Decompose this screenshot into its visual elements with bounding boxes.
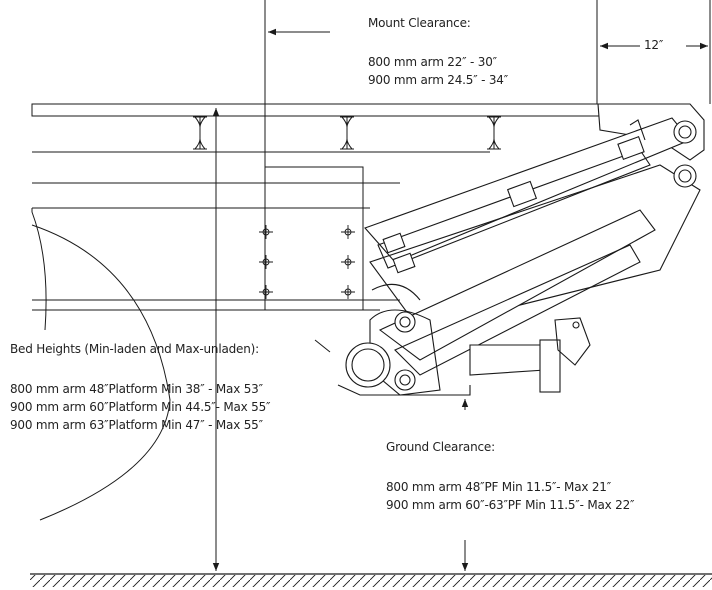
wheel-arc xyxy=(31,224,171,521)
bed-heights-row: 900 mm arm 63″Platform Min 47″ - Max 55″ xyxy=(10,418,263,432)
mount-clearance-row: 900 mm arm 24.5″ - 34″ xyxy=(368,73,509,87)
mount-clearance-title: Mount Clearance: xyxy=(368,16,471,30)
ground-line xyxy=(30,573,712,587)
mounting-bolts xyxy=(259,225,355,299)
mount-clearance-values: 800 mm arm 22″ - 30″ 900 mm arm 24.5″ - … xyxy=(368,53,508,89)
ground-clearance-title: Ground Clearance: xyxy=(386,440,495,454)
ground-clearance-values: 800 mm arm 48″PF Min 11.5″- Max 21″ 900 … xyxy=(386,478,635,514)
mount-side-clearance-value: 12″ xyxy=(644,38,664,52)
mount-clearance-row: 800 mm arm 22″ - 30″ xyxy=(368,55,497,69)
liftgate-arm-assembly xyxy=(364,103,705,396)
cross-members xyxy=(193,116,501,150)
bed-heights-row: 800 mm arm 48″Platform Min 38″ - Max 53″ xyxy=(10,382,263,396)
platform-roller xyxy=(337,342,471,396)
ground-clearance-row: 900 mm arm 60″-63″PF Min 11.5″- Max 22″ xyxy=(386,498,635,512)
bed-heights-values: 800 mm arm 48″Platform Min 38″ - Max 53″… xyxy=(10,380,270,434)
frame-rail xyxy=(31,103,605,209)
bed-heights-title: Bed Heights (Min-laden and Max-unladen): xyxy=(10,342,259,356)
bed-heights-row: 900 mm arm 60″Platform Min 44.5″- Max 55… xyxy=(10,400,271,414)
dimension-lines xyxy=(212,0,711,571)
ground-clearance-row: 800 mm arm 48″PF Min 11.5″- Max 21″ xyxy=(386,480,612,494)
